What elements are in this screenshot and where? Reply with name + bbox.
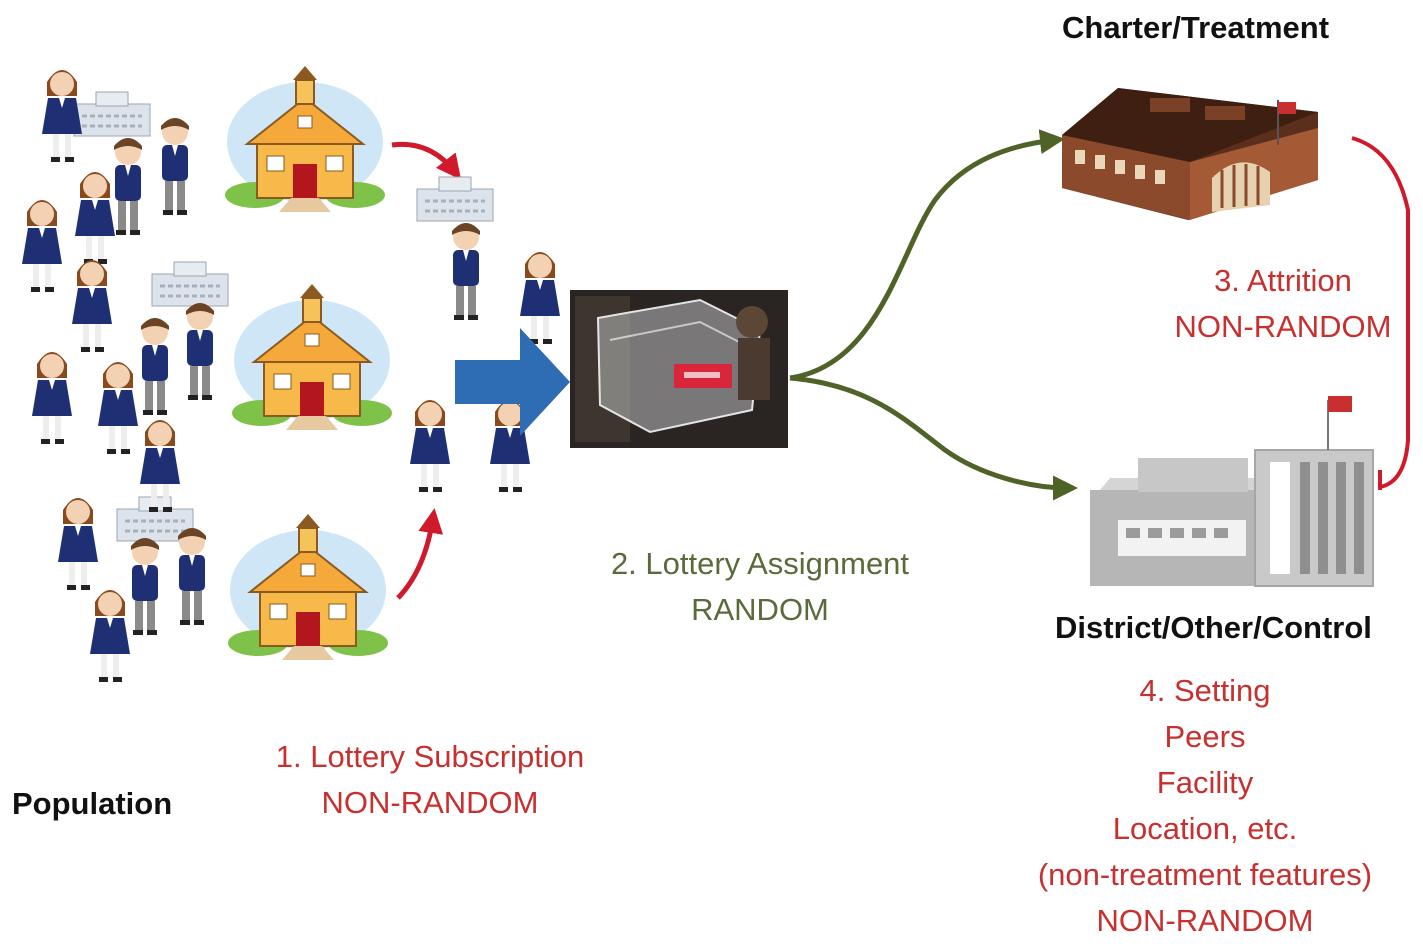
assignment-arrow-charter (789, 129, 1065, 381)
assignment-step-label: 2. Lottery Assignment RANDOM (565, 541, 955, 633)
setting-step-location: Location, etc. (1112, 811, 1298, 846)
district-label: District/Other/Control (1055, 610, 1372, 645)
lottery-drum-photo (570, 290, 788, 448)
assignment-step-randomness: RANDOM (691, 592, 829, 627)
setting-step-title: 4. Setting (1139, 673, 1271, 708)
subscription-step-title: 1. Lottery Subscription (275, 739, 585, 774)
setting-step-peers: Peers (1164, 719, 1246, 754)
attrition-step-title: 3. Attrition (1214, 263, 1352, 298)
charter-label: Charter/Treatment (1062, 10, 1330, 45)
attrition-step-randomness: NON-RANDOM (1174, 309, 1392, 344)
assignment-arrow-district (789, 375, 1078, 501)
setting-step-randomness: NON-RANDOM (1096, 903, 1314, 938)
subscription-arrow-bottom (396, 508, 444, 600)
blue-arrow-icon (455, 328, 570, 436)
lottery-applicants-icon (410, 175, 560, 492)
subscription-step-randomness: NON-RANDOM (321, 785, 539, 820)
assignment-step-title: 2. Lottery Assignment (610, 546, 910, 581)
district-school-building-icon (1090, 396, 1374, 587)
charter-school-building-icon (1062, 88, 1318, 220)
setting-step-facility: Facility (1156, 765, 1254, 800)
attrition-bracket (1351, 136, 1410, 489)
subscription-step-label: 1. Lottery Subscription NON-RANDOM (240, 734, 620, 826)
schoolhouse-icon (224, 65, 393, 661)
population-label: Population (12, 786, 173, 821)
attrition-step-label: 3. Attrition NON-RANDOM (1148, 258, 1418, 350)
setting-step-note: (non-treatment features) (1037, 857, 1373, 892)
setting-step-label: 4. Setting Peers Facility Location, etc.… (995, 668, 1415, 944)
subscription-arrow-top (391, 141, 462, 180)
students-group-icon (22, 70, 230, 682)
